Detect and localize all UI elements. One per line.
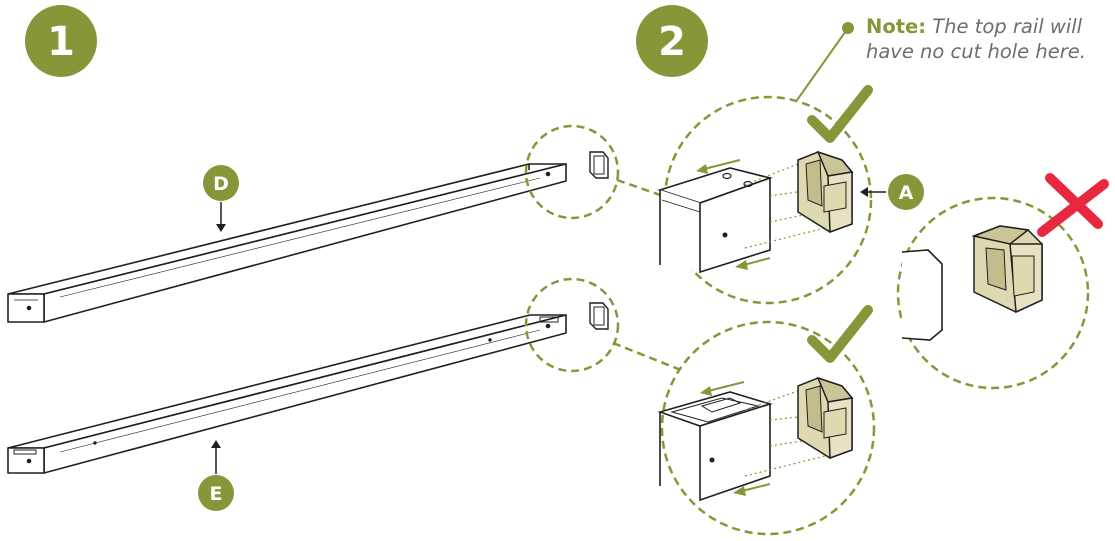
note-text-box: Note: The top rail will have no cut hole…: [866, 14, 1106, 64]
detail-circle-small-bottom: [524, 277, 620, 373]
detail-circle-top-correct: [657, 95, 873, 305]
note-label: Note:: [866, 15, 927, 38]
detail-circle-bottom-correct: [657, 320, 876, 536]
svg-text:2: 2: [658, 19, 686, 65]
svg-text:A: A: [899, 182, 914, 204]
checkmark-bottom: [807, 305, 873, 363]
svg-text:1: 1: [47, 19, 75, 65]
svg-text:E: E: [210, 483, 223, 505]
callout-a: A: [860, 174, 924, 210]
detail-circle-small-top: [524, 124, 620, 220]
rail-bottom: [7, 314, 567, 474]
rail-top: [7, 163, 567, 323]
end-cap-small-bottom: [589, 302, 609, 330]
connector-line-bottom: [612, 341, 687, 374]
step-1-badge: 1: [25, 5, 97, 77]
detail-circle-wrong: [896, 196, 1090, 390]
connector-line-top: [616, 178, 667, 199]
svg-text:D: D: [213, 173, 229, 195]
callout-e: E: [198, 440, 234, 511]
end-cap-small-top: [589, 151, 609, 179]
checkmark-top: [807, 85, 873, 143]
note-text: The top rail will have no cut hole here.: [866, 15, 1086, 63]
step-2-badge: 2: [636, 5, 708, 77]
callout-d: D: [203, 165, 239, 232]
wrong-x-icon: [1037, 173, 1109, 237]
